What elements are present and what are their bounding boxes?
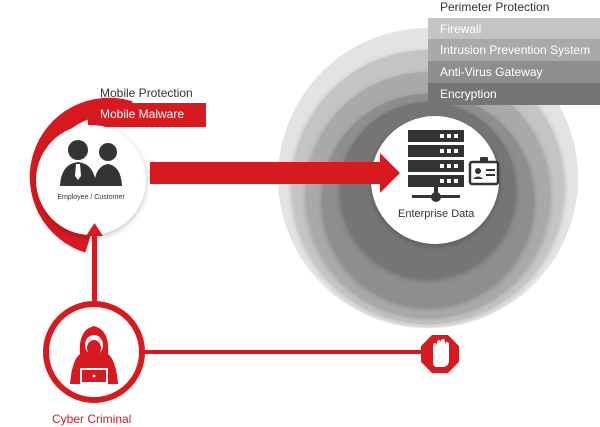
- blocked-attack-line: [140, 350, 425, 354]
- employee-customer-label: Employee / Customer: [57, 194, 125, 201]
- mobile-protection-title: Mobile Protection: [100, 86, 193, 100]
- connection-arrow-shaft: [150, 162, 382, 184]
- people-icon: [60, 140, 122, 186]
- perimeter-rings: [278, 18, 600, 328]
- cyber-criminal-node: [43, 301, 145, 403]
- attack-arrow-head: [86, 223, 103, 236]
- hooded-hacker-icon: [70, 326, 118, 384]
- enterprise-label: Enterprise Data: [398, 208, 475, 220]
- id-badge-icon: [468, 157, 500, 186]
- attack-arrow-shaft: [92, 232, 97, 316]
- perimeter-layer-firewall: Firewall: [440, 22, 482, 36]
- server-rack-icon: [408, 130, 464, 202]
- connection-arrow-head: [380, 153, 400, 193]
- perimeter-layer-ips: Intrusion Prevention System: [440, 43, 591, 57]
- perimeter-layer-antivirus: Anti-Virus Gateway: [440, 65, 543, 79]
- cyber-criminal-label: Cyber Criminal: [52, 412, 132, 426]
- perimeter-layer-encryption: Encryption: [440, 87, 497, 101]
- stop-hand-icon: [421, 335, 459, 373]
- mobile-malware-label: Mobile Malware: [100, 107, 185, 121]
- perimeter-title: Perimeter Protection: [440, 0, 550, 14]
